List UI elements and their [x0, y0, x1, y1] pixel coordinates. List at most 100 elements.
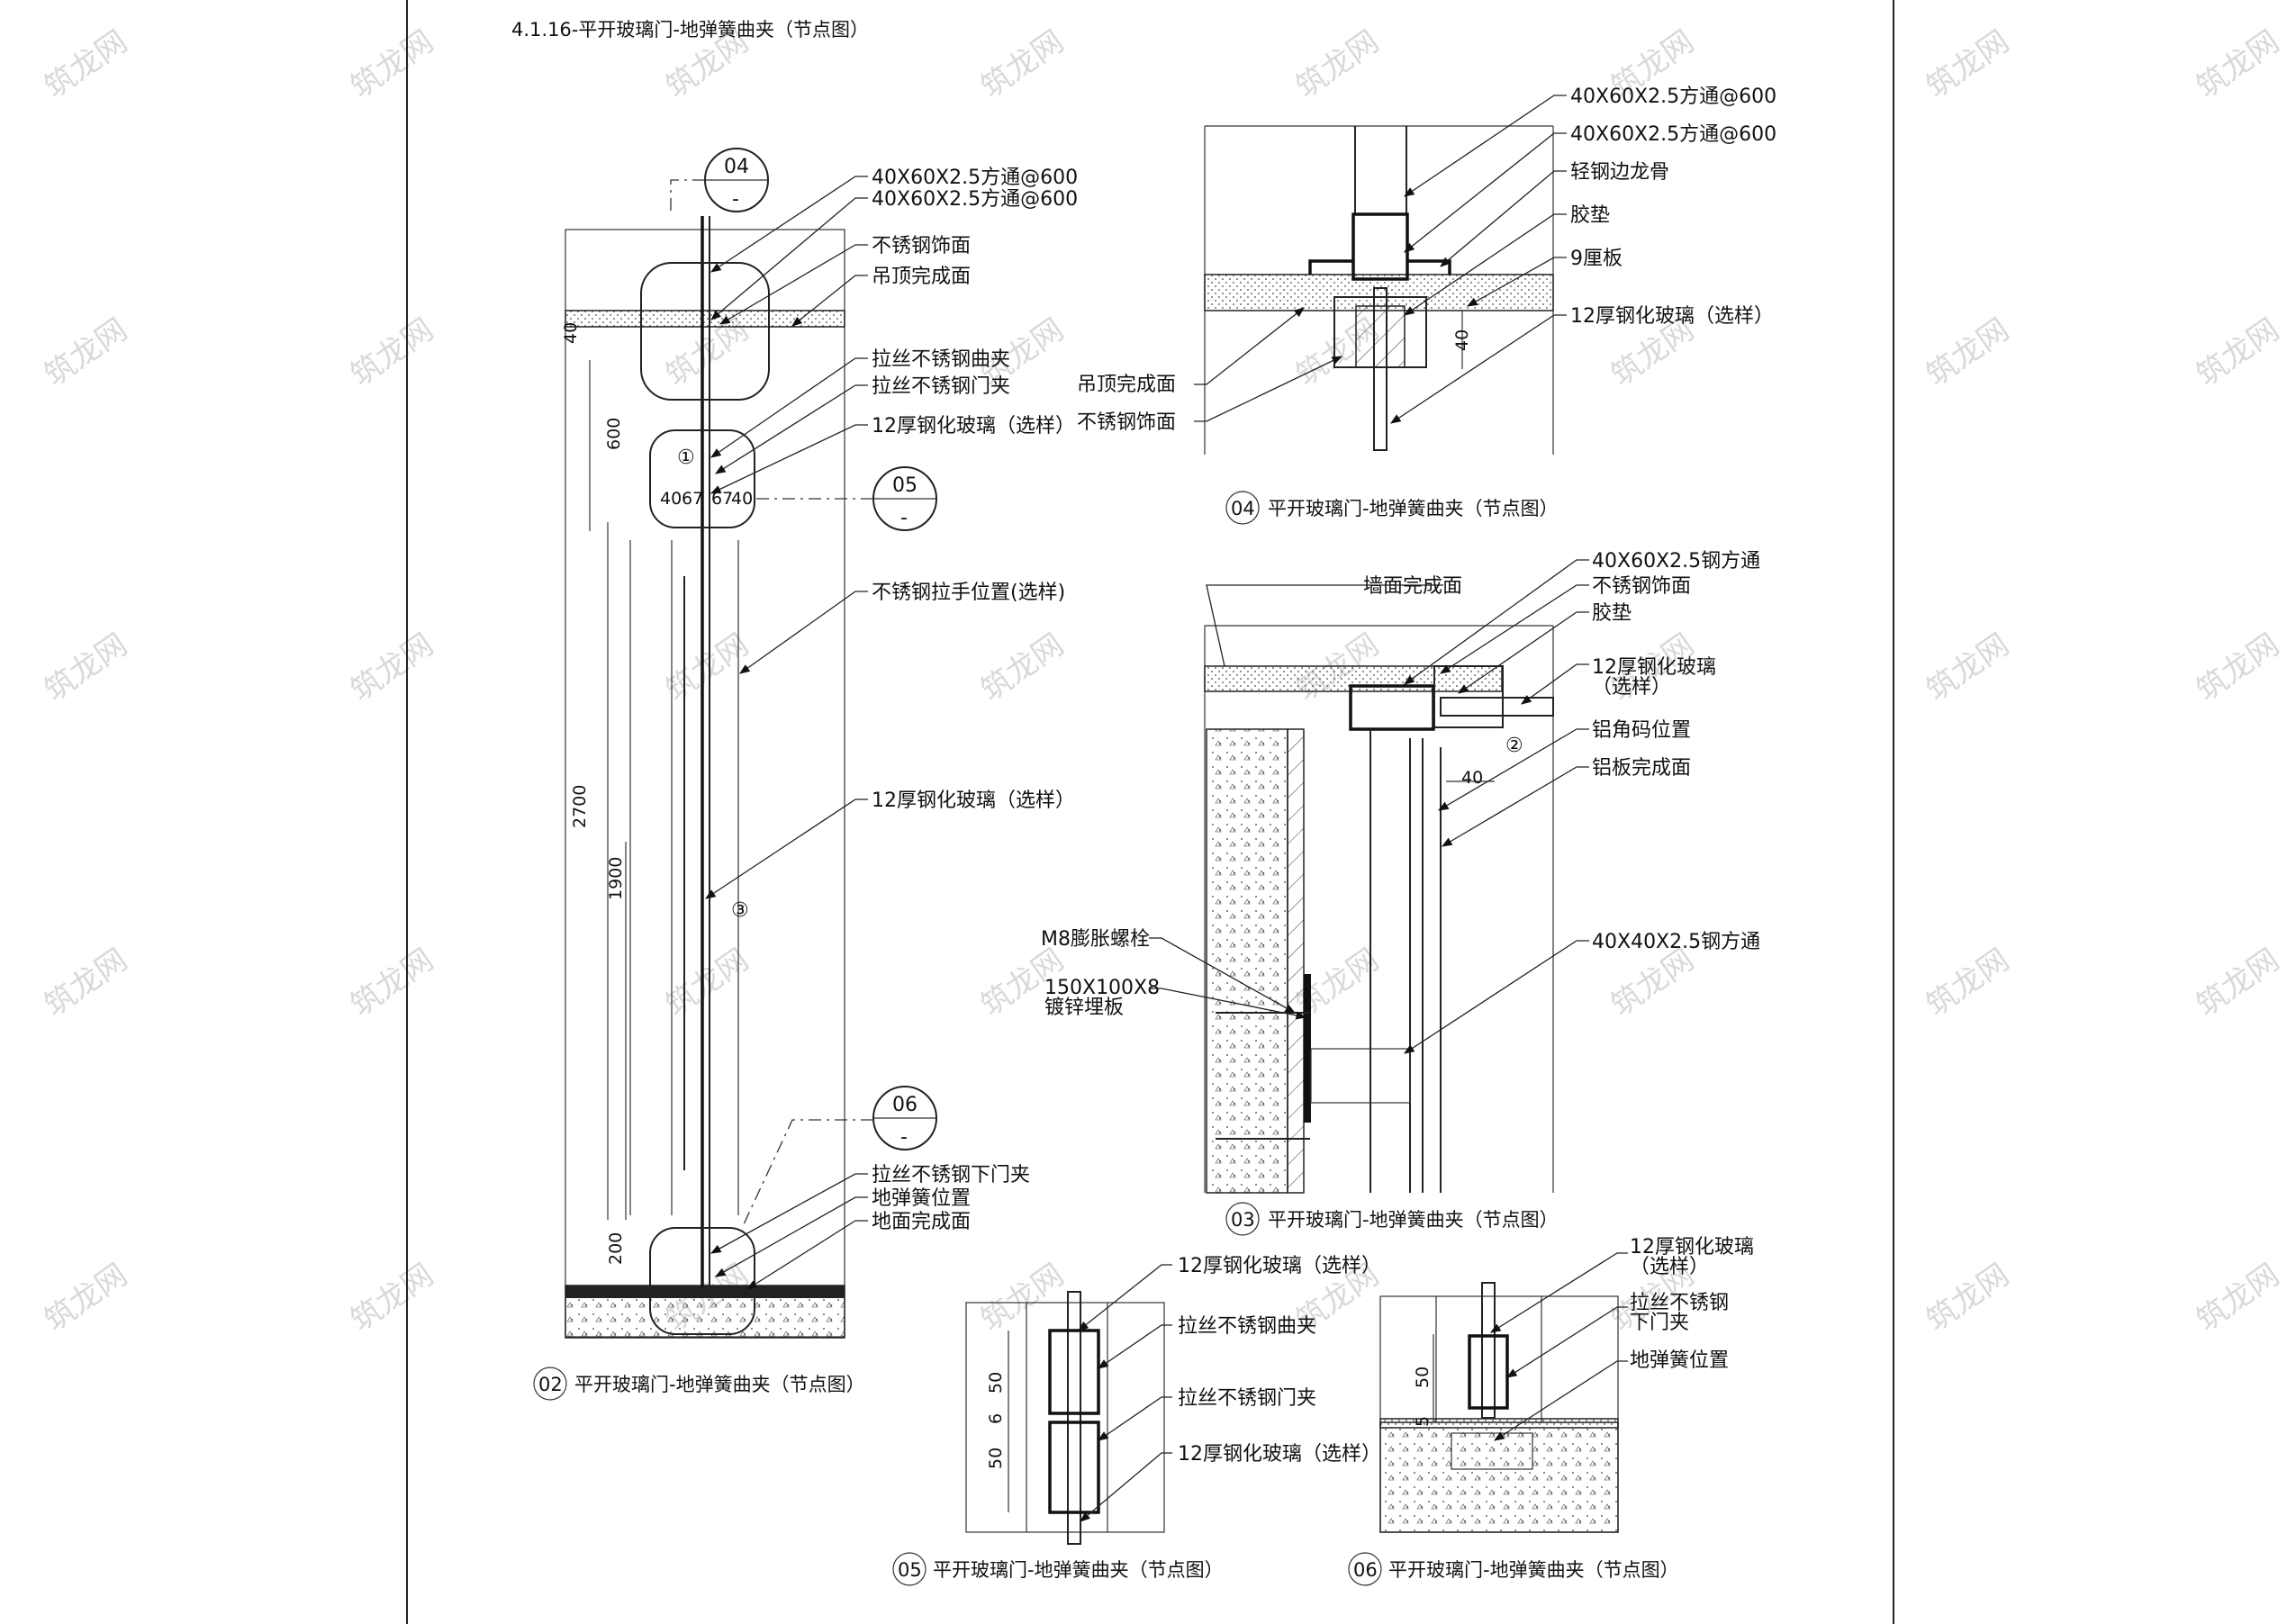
lower-clamp-05 [1048, 1421, 1100, 1514]
bottom-clamp-06 [1468, 1334, 1509, 1410]
title-05: 平开玻璃门-地弹簧曲夹（节点图） [933, 1559, 1224, 1581]
glass-06 [1481, 1282, 1496, 1419]
label-d02-1: 40X60X2.5方通@600 [872, 188, 1078, 211]
steel-tube-03-top [1349, 684, 1435, 731]
label-d02-3: 吊顶完成面 [872, 266, 971, 288]
label-d02-9: 拉丝不锈钢下门夹 [872, 1164, 1030, 1186]
bubble-04 [1225, 491, 1260, 525]
detail-06: 50 5 12厚钢化玻璃（选样） 拉丝不锈钢下门夹 地弹簧位置 06 平开玻璃门… [1348, 1236, 1754, 1586]
watermark-layer: 筑龙网筑龙网筑龙网筑龙网筑龙网筑龙网筑龙网筑龙网筑龙网筑龙网筑龙网筑龙网筑龙网筑… [38, 23, 2285, 1339]
dim-06-0: 50 [1413, 1367, 1433, 1388]
watermark-text: 筑龙网 [344, 311, 439, 393]
dim-67-left: 67 [682, 489, 703, 509]
label-d03-r2: 胶垫 [1592, 602, 1632, 625]
watermark-text: 筑龙网 [344, 1257, 439, 1339]
dim-05-0: 50 [986, 1372, 1006, 1394]
watermark-text: 筑龙网 [38, 942, 133, 1024]
svg-text:-: - [732, 188, 739, 211]
dim-2700: 2700 [570, 785, 590, 828]
label-d04-l1: 不锈钢饰面 [1077, 411, 1176, 434]
embed-plate [1304, 974, 1311, 1123]
watermark-text: 筑龙网 [1920, 311, 2015, 393]
dim-03: 40 [1461, 768, 1483, 788]
svg-text:06: 06 [892, 1094, 917, 1116]
label-d04-r0: 40X60X2.5方通@600 [1570, 86, 1776, 108]
frame-05 [965, 1302, 1165, 1533]
label-d02-6: 12厚钢化玻璃（选样） [872, 415, 1075, 438]
label-d05-2: 拉丝不锈钢门夹 [1178, 1387, 1316, 1410]
label-d04-r1: 40X60X2.5方通@600 [1570, 123, 1776, 146]
watermark-text: 筑龙网 [38, 627, 133, 708]
svg-text:-: - [900, 507, 908, 529]
svg-text:05: 05 [892, 474, 917, 497]
watermark-text: 筑龙网 [2190, 627, 2285, 708]
bubble-02-num: 02 [538, 1374, 563, 1395]
dim-05-2: 50 [986, 1448, 1006, 1469]
label-d03-r6: 40X40X2.5钢方通 [1592, 931, 1760, 953]
sheet-title: 4.1.16-平开玻璃门-地弹簧曲夹（节点图） [511, 19, 869, 41]
callout-04: 04 - [670, 148, 769, 214]
watermark-text: 筑龙网 [2190, 311, 2285, 393]
bubble-06 [1348, 1552, 1382, 1586]
steel-tube-04 [1351, 212, 1409, 281]
title-03: 平开玻璃门-地弹簧曲夹（节点图） [1268, 1209, 1559, 1231]
glass-05 [1067, 1291, 1081, 1545]
label-d02-2: 不锈钢饰面 [872, 235, 971, 257]
watermark-text: 筑龙网 [974, 1257, 1070, 1339]
label-d04-r4: 9厘板 [1570, 248, 1623, 270]
detail-cloud-04 [640, 262, 770, 401]
label-d02-10: 地弹簧位置 [872, 1187, 971, 1210]
mark-1: ① [677, 447, 695, 469]
watermark-text: 筑龙网 [38, 1257, 133, 1339]
title-04: 平开玻璃门-地弹簧曲夹（节点图） [1268, 498, 1559, 519]
dim-600: 600 [604, 418, 624, 450]
bubble-05 [892, 1552, 927, 1586]
floor-06 [1379, 1421, 1619, 1533]
watermark-text: 筑龙网 [2190, 1257, 2285, 1339]
watermark-text: 筑龙网 [344, 942, 439, 1024]
bubble-04-num: 04 [1231, 498, 1255, 519]
watermark-text: 筑龙网 [1920, 627, 2015, 708]
dim-200: 200 [606, 1232, 626, 1265]
dim-40-left: 40 [660, 489, 682, 509]
watermark-text: 筑龙网 [344, 627, 439, 708]
floor-spring-box [1451, 1432, 1533, 1470]
label-d06-1: 拉丝不锈钢下门夹 [1630, 1292, 1729, 1334]
label-d02-5: 拉丝不锈钢门夹 [872, 375, 1010, 398]
glass-04 [1373, 287, 1388, 451]
label-d03-l0: M8膨胀螺栓 [1041, 928, 1150, 951]
mark-3: ③ [731, 899, 749, 922]
watermark-text: 筑龙网 [659, 627, 755, 708]
label-d04-r5: 12厚钢化玻璃（选样） [1570, 305, 1774, 328]
label-d04-l0: 吊顶完成面 [1077, 374, 1176, 396]
detail-cloud-05 [649, 429, 755, 528]
wall-finish-top [1204, 665, 1503, 692]
label-d03-r5: 铝板完成面 [1592, 757, 1691, 780]
detail-05: 50 6 50 12厚钢化玻璃（选样） 拉丝不锈钢曲夹 拉丝不锈钢门夹 12厚钢… [892, 1255, 1381, 1586]
watermark-text: 筑龙网 [1604, 942, 1700, 1024]
svg-text:04: 04 [724, 156, 749, 178]
watermark-text: 筑龙网 [38, 23, 133, 105]
bubble-03 [1225, 1202, 1260, 1236]
dim-40: 40 [561, 322, 581, 344]
dim-1900: 1900 [606, 857, 626, 900]
label-d06-0: 12厚钢化玻璃（选样） [1630, 1236, 1754, 1278]
svg-text:-: - [900, 1126, 908, 1149]
watermark-text: 筑龙网 [2190, 942, 2285, 1024]
label-d02-11: 地面完成面 [872, 1211, 971, 1233]
watermark-text: 筑龙网 [659, 942, 755, 1024]
bubble-06-num: 06 [1353, 1559, 1378, 1581]
watermark-text: 筑龙网 [2190, 23, 2285, 105]
watermark-text: 筑龙网 [1289, 23, 1385, 105]
watermark-text: 筑龙网 [1920, 942, 2015, 1024]
bubble-05-num: 05 [898, 1559, 922, 1581]
watermark-text: 筑龙网 [344, 23, 439, 105]
label-d02-0: 40X60X2.5方通@600 [872, 167, 1078, 189]
dim-06-1: 5 [1413, 1416, 1433, 1427]
label-d02-4: 拉丝不锈钢曲夹 [872, 348, 1010, 371]
callout-05: 05 - [756, 466, 937, 531]
label-d06-2: 地弹簧位置 [1630, 1349, 1729, 1372]
label-d03-r4: 铝角码位置 [1592, 719, 1691, 742]
ceiling-band [565, 310, 845, 328]
label-d02-7: 不锈钢拉手位置(选样) [872, 582, 1065, 604]
